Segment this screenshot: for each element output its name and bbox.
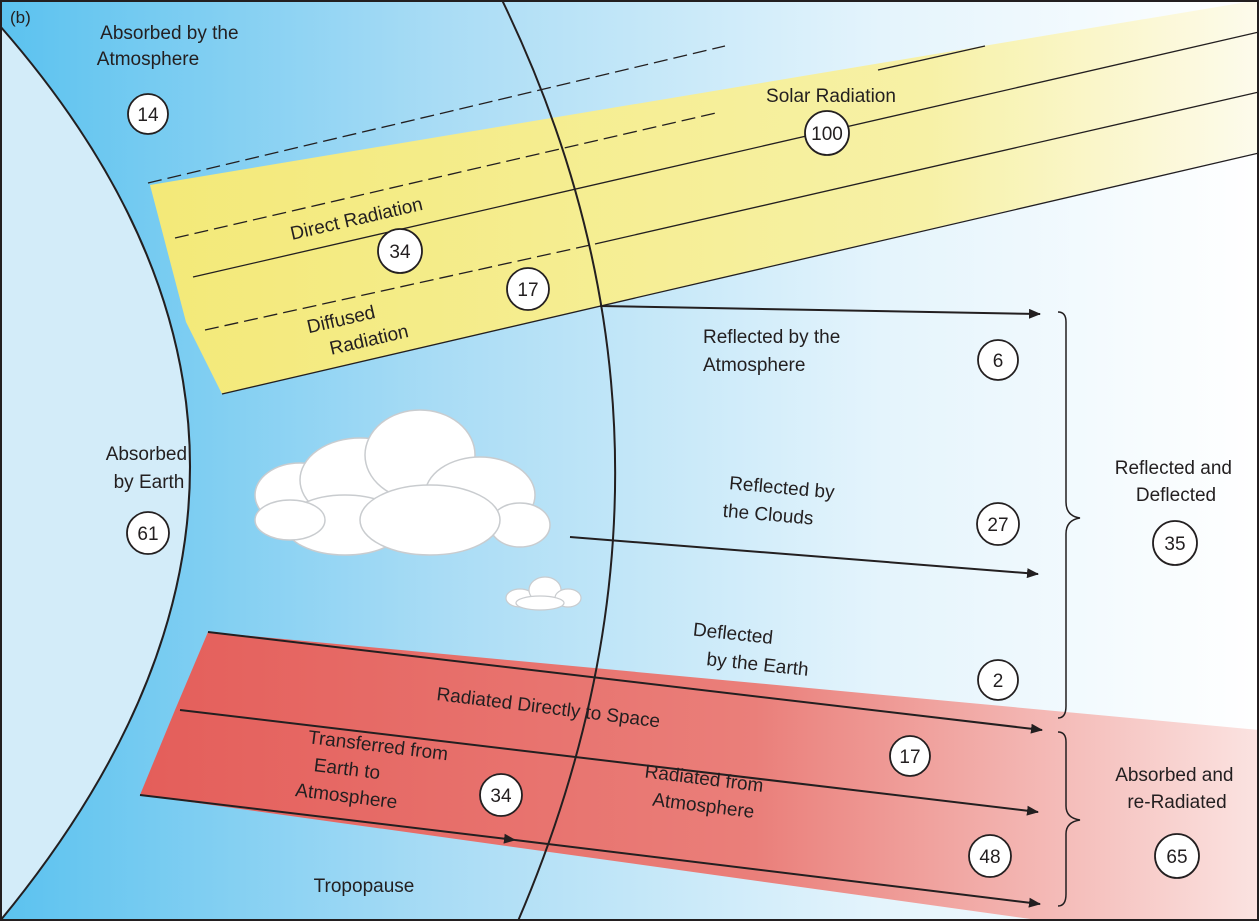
solar-radiation-band — [150, 0, 1259, 394]
value-circle-61 — [126, 511, 170, 555]
value-absorbed-atmosphere: 14 — [137, 105, 159, 126]
value-reflected-atmosphere: 6 — [993, 351, 1004, 372]
reflected-brace — [1057, 311, 1081, 719]
value-circles — [126, 93, 1200, 879]
value-radiated-directly: 17 — [899, 747, 920, 768]
label-absorbed-atmosphere: Absorbed by the Atmosphere — [97, 23, 244, 70]
reflected-clouds-arrow — [569, 536, 1039, 579]
label-absorbed-earth: Absorbed by Earth — [106, 444, 193, 493]
radiated-17-arrow — [179, 709, 1039, 816]
value-circle-17-direct — [889, 735, 931, 777]
value-deflected-earth: 2 — [993, 671, 1004, 692]
value-solar-radiation: 100 — [811, 124, 843, 145]
label-reflected-atmosphere: Reflected by the Atmosphere — [703, 327, 846, 376]
earth-surface — [0, 24, 191, 921]
value-transferred: 34 — [490, 786, 512, 807]
value-circle-34-direct — [377, 228, 423, 274]
radiated-directly-arrow — [207, 631, 1043, 734]
value-circle-6 — [977, 339, 1019, 381]
label-absorbed-reradiated: Absorbed and re-Radiated — [1115, 765, 1239, 813]
value-circle-14 — [127, 93, 169, 135]
label-solar-radiation: Solar Radiation — [766, 86, 896, 107]
value-circle-34-transfer — [479, 773, 523, 817]
value-diffused-radiation: 17 — [517, 280, 538, 301]
value-circle-65 — [1154, 833, 1200, 879]
absorbed-brace — [1057, 731, 1081, 907]
value-reflected-deflected: 35 — [1164, 534, 1185, 555]
value-circle-27 — [976, 502, 1020, 546]
value-circle-100 — [804, 110, 850, 156]
label-reflected-deflected: Reflected and Deflected — [1115, 458, 1238, 506]
flow-arrows — [139, 305, 1043, 908]
cloud-small — [505, 576, 582, 611]
value-circle-48 — [968, 834, 1012, 878]
value-radiated-from-atmosphere: 48 — [979, 847, 1000, 868]
reflected-atmosphere-arrow — [599, 305, 1041, 319]
value-circle-17-diffused — [506, 267, 550, 311]
transferred-arrow — [139, 794, 516, 844]
value-circle-35 — [1152, 520, 1198, 566]
value-circle-2 — [977, 659, 1019, 701]
value-reflected-clouds: 27 — [987, 515, 1008, 536]
value-direct-radiation: 34 — [389, 242, 411, 263]
panel-label: (b) — [10, 8, 31, 27]
cloud-large — [254, 409, 551, 556]
radiated-atmosphere-arrow — [514, 839, 1041, 908]
solar-band-dividers — [147, 31, 1259, 395]
value-absorbed-reradiated: 65 — [1166, 847, 1187, 868]
label-tropopause: Tropopause — [314, 876, 415, 897]
value-absorbed-earth: 61 — [137, 524, 158, 545]
tropopause-line — [501, 0, 617, 921]
